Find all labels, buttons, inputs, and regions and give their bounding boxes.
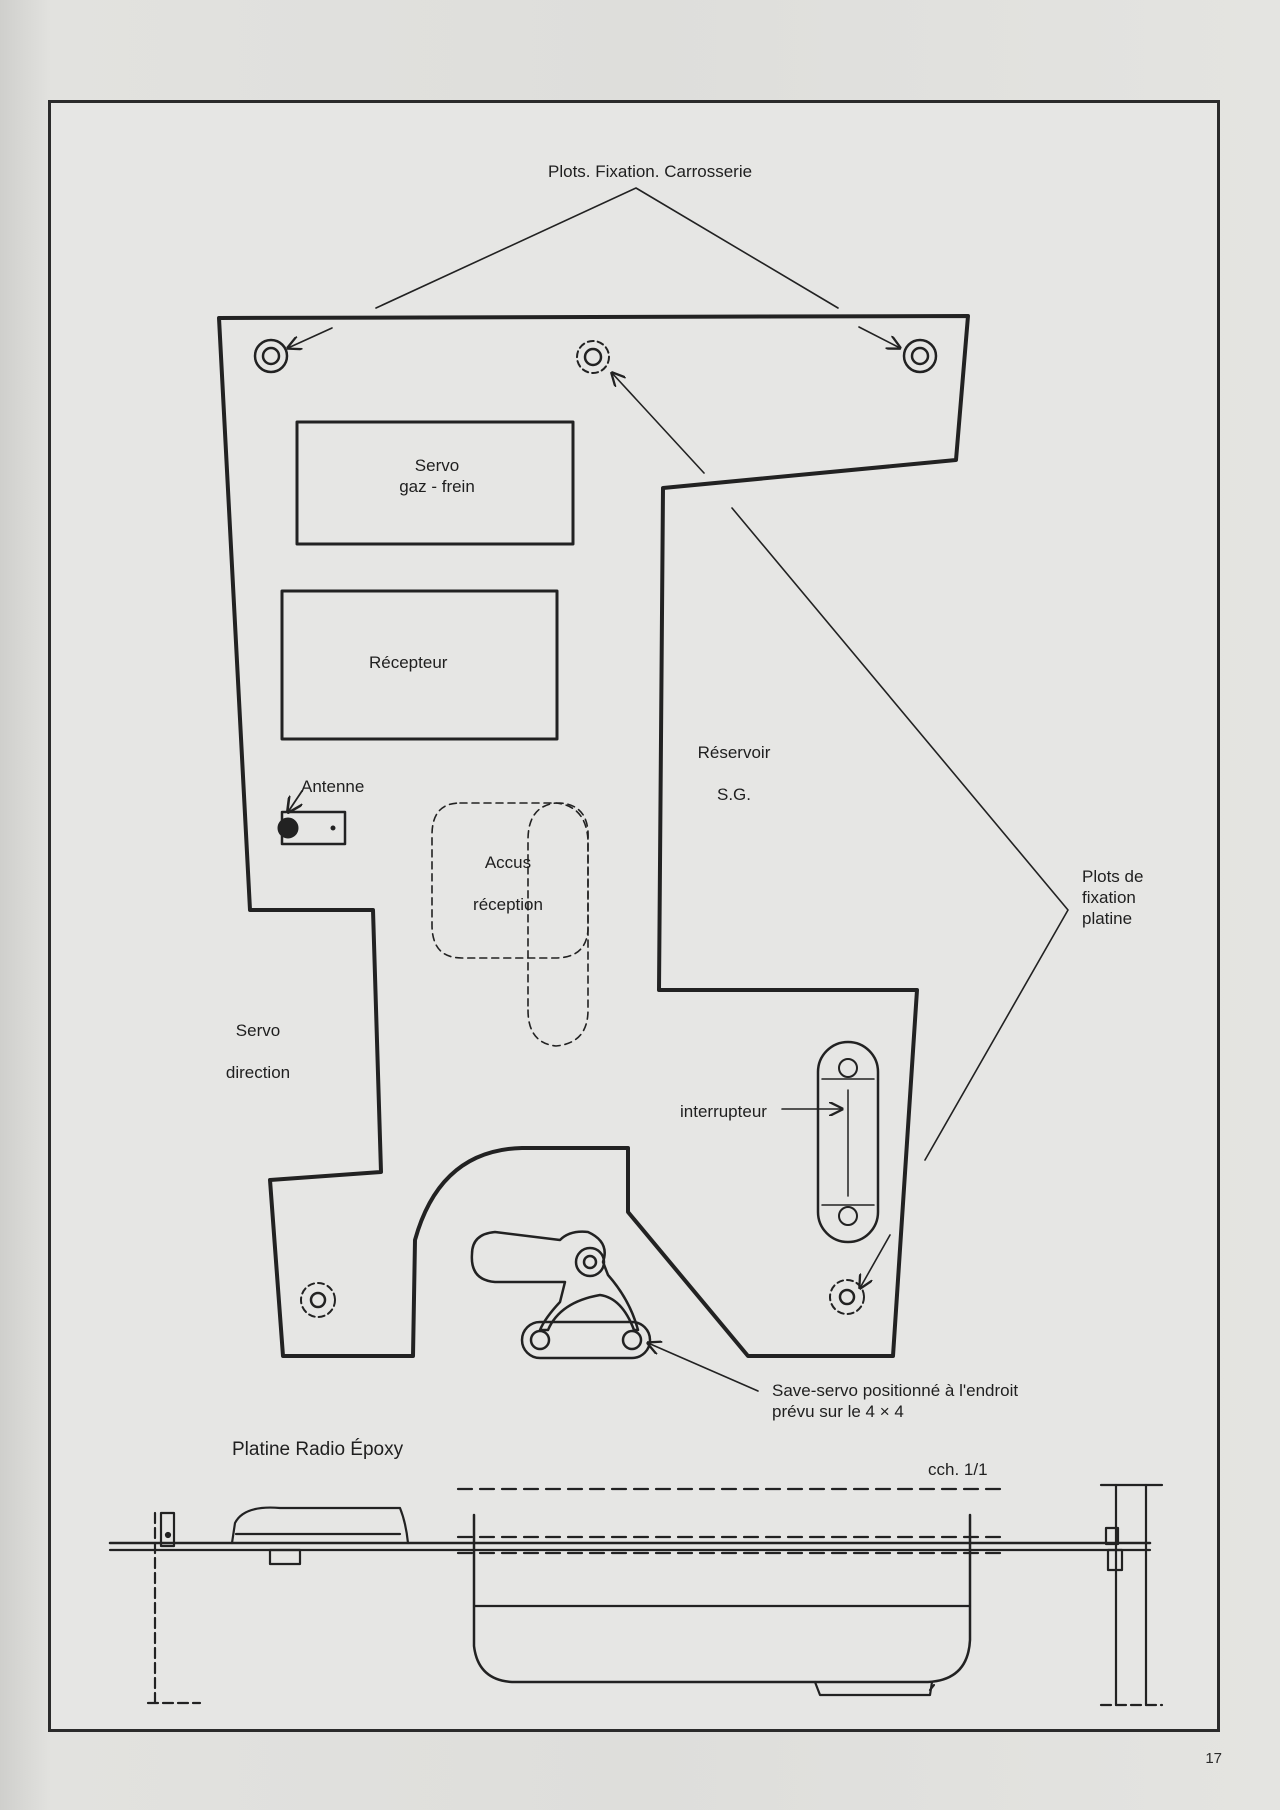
label-servo-direction-line2: direction	[225, 1063, 291, 1082]
platine-outline	[217, 314, 970, 1358]
label-accus-line2: réception	[473, 895, 543, 914]
label-servo-gaz-line1: Servo	[414, 456, 460, 475]
plot-carrosserie-left	[253, 338, 289, 374]
plot-platine-bottom-right	[829, 1279, 865, 1315]
label-reservoir-line1: Réservoir	[697, 743, 771, 762]
plot-carrosserie-right	[902, 338, 938, 374]
diagram-frame	[48, 100, 1220, 1732]
label-servo-direction-line1: Servo	[235, 1021, 281, 1040]
label-plots-platine-line3: platine	[1082, 909, 1133, 928]
label-save-servo-line2: prévu sur le 4 × 4	[772, 1402, 904, 1421]
label-save-servo-line1: Save-servo positionné à l'endroit	[772, 1381, 1019, 1400]
label-scale: cch. 1/1	[928, 1460, 988, 1479]
label-servo-direction: Servo direction	[198, 1010, 318, 1094]
section-view	[108, 1483, 1164, 1707]
label-reservoir-line2: S.G.	[716, 785, 751, 804]
label-plots-platine-line2: fixation	[1082, 888, 1136, 907]
label-platine-title: Platine Radio Époxy	[232, 1439, 404, 1460]
label-interrupteur: interrupteur	[680, 1102, 767, 1121]
label-accus-line1: Accus	[484, 853, 532, 872]
page-number: 17	[1205, 1750, 1222, 1767]
label-plots-carrosserie: Plots. Fixation. Carrosserie	[548, 162, 753, 181]
plot-platine-bottom-left	[300, 1282, 336, 1318]
label-reservoir: Réservoir S.G.	[674, 732, 794, 816]
servo-gaz-box	[295, 420, 575, 546]
save-servo	[470, 1230, 652, 1360]
antenna-hole	[277, 817, 299, 839]
label-recepteur: Récepteur	[369, 653, 448, 672]
label-antenne: Antenne	[301, 777, 365, 796]
label-save-servo: Save-servo positionné à l'endroit prévu …	[772, 1380, 1018, 1422]
label-plots-platine-line1: Plots de	[1082, 867, 1144, 886]
label-plots-platine: Plots de fixation platine	[1082, 866, 1143, 929]
label-accus: Accus réception	[448, 842, 568, 926]
label-servo-gaz: Servo gaz - frein	[347, 455, 527, 497]
label-servo-gaz-line2: gaz - frein	[399, 477, 475, 496]
plot-platine-top	[576, 340, 610, 374]
accus-dashed-outline	[431, 802, 589, 959]
interrupteur-slot	[816, 1040, 880, 1244]
recepteur-box	[280, 589, 559, 741]
